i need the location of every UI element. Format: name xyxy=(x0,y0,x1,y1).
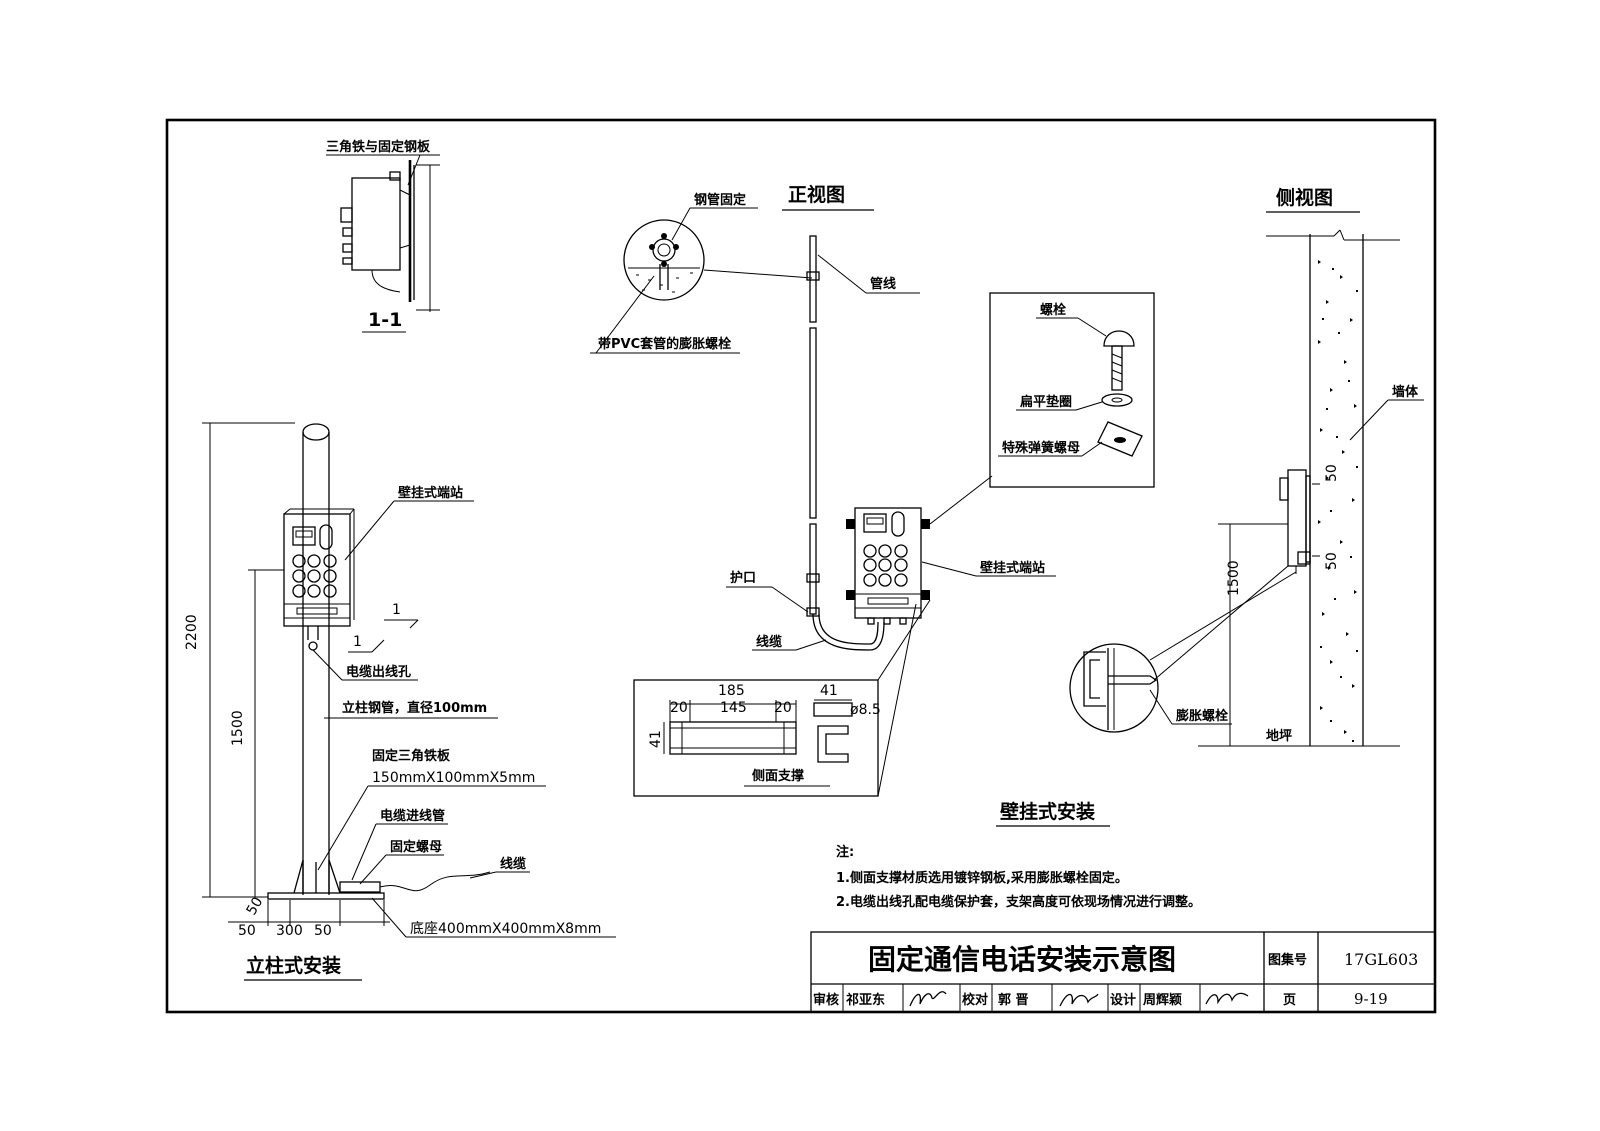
side-dim-50-a: 50 xyxy=(1324,464,1340,482)
dim-1500: 1500 xyxy=(230,710,246,746)
pole-install-title: 立柱式安装 xyxy=(246,954,341,977)
support-caption: 侧面支撑 xyxy=(752,768,804,784)
side-dim-1500: 1500 xyxy=(1226,560,1242,596)
title-block-title: 固定通信电话安装示意图 xyxy=(868,943,1176,976)
pole-label-base: 底座400mmX400mmX8mm xyxy=(410,921,601,937)
label-spring-nut: 特殊弹簧螺母 xyxy=(1002,440,1080,456)
checker-signature xyxy=(1059,993,1099,1007)
label-side-anchor: 膨胀螺栓 xyxy=(1175,708,1228,724)
section-mark-bottom: 1 xyxy=(353,634,362,650)
dim-50-b: 50 xyxy=(238,923,256,939)
reviewer-name: 祁亚东 xyxy=(846,992,885,1008)
support-dim-20-a: 20 xyxy=(670,700,688,716)
note-2: 2.电缆出线孔配电缆保护套，支架高度可依现场情况进行调整。 xyxy=(836,894,1201,910)
support-dim-41-b: 41 xyxy=(820,683,838,699)
section-name: 1-1 xyxy=(368,309,402,331)
pole-label-cable-hole: 电缆出线孔 xyxy=(346,664,411,680)
pole-label-pole: 立柱钢管，直径100mm xyxy=(342,700,487,716)
review-label: 审核 xyxy=(813,992,839,1008)
reviewer-signature xyxy=(909,991,947,1007)
support-dim-185: 185 xyxy=(718,683,745,699)
design-label: 设计 xyxy=(1110,992,1136,1008)
side-view-title: 侧视图 xyxy=(1276,186,1333,209)
wall-hatch xyxy=(1318,260,1358,742)
title-block: 固定通信电话安装示意图 图集号 17GL603 页 9-19 审核 祁亚东 校对… xyxy=(810,931,1436,1013)
dim-50-a: 50 xyxy=(244,895,267,918)
section-label: 三角铁与固定钢板 xyxy=(326,139,431,155)
label-steel-pipe-fix: 钢管固定 xyxy=(694,192,746,208)
dim-300: 300 xyxy=(276,923,303,939)
dim-2200: 2200 xyxy=(184,614,200,650)
checker-name: 郭 晋 xyxy=(998,992,1029,1008)
support-dim-hole: ø8.5 xyxy=(850,702,881,718)
label-wall-station: 壁挂式端站 xyxy=(980,560,1045,576)
notes-heading: 注: xyxy=(836,844,854,860)
pole-label-cable-conduit: 电缆进线管 xyxy=(380,808,445,824)
label-floor: 地坪 xyxy=(1266,728,1292,744)
page-label: 页 xyxy=(1283,993,1296,1008)
label-conduit: 管线 xyxy=(870,276,896,292)
side-dim-50-b: 50 xyxy=(1324,552,1340,570)
check-label: 校对 xyxy=(962,992,988,1008)
label-cable: 线缆 xyxy=(756,634,782,650)
designer-signature xyxy=(1205,992,1249,1005)
pole-label-cable: 线缆 xyxy=(500,856,526,872)
side-view: 侧视图 1500 50 50 xyxy=(1069,186,1424,747)
front-view: 正视图 钢管固定 带PVC套管的膨胀螺栓 管线 xyxy=(590,183,1155,797)
pole-label-plate-size: 150mmX100mmX5mm xyxy=(372,770,535,786)
label-wall: 墙体 xyxy=(1392,384,1419,400)
side-support-detail: 185 20 145 20 41 41 ø8.5 侧面支撑 xyxy=(633,599,931,797)
front-station xyxy=(846,507,930,625)
note-1: 1.侧面支撑材质选用镀锌钢板,采用膨胀螺栓固定。 xyxy=(836,870,1128,886)
notes: 注: 1.侧面支撑材质选用镀锌钢板,采用膨胀螺栓固定。 2.电缆出线孔配电缆保护… xyxy=(836,844,1201,910)
designer-name: 周辉颖 xyxy=(1143,992,1182,1008)
support-dim-41-a: 41 xyxy=(648,730,664,748)
drawing-frame xyxy=(165,118,1437,1014)
atlas-label: 图集号 xyxy=(1268,952,1307,968)
section-mark-top: 1 xyxy=(392,602,401,618)
atlas-number: 17GL603 xyxy=(1344,950,1418,969)
dim-50-c: 50 xyxy=(314,923,332,939)
bolt-detail: 螺栓 扁平垫圈 特殊弹簧螺母 xyxy=(929,292,1155,525)
support-dim-20-b: 20 xyxy=(774,700,792,716)
pole-label-nut: 固定螺母 xyxy=(390,839,442,855)
pole-label-plate: 固定三角铁板 xyxy=(372,748,451,764)
pole-label-wall-station: 壁挂式端站 xyxy=(398,485,463,501)
wall-install-title: 壁挂式安装 xyxy=(1000,800,1095,823)
label-guard: 护口 xyxy=(730,570,756,586)
pole-station xyxy=(283,508,355,651)
section-1-1: 三角铁与固定钢板 1-1 xyxy=(326,139,440,333)
front-view-title: 正视图 xyxy=(788,183,845,206)
page-number: 9-19 xyxy=(1354,990,1388,1008)
label-flat-washer: 扁平垫圈 xyxy=(1020,394,1072,410)
label-pvc-anchor: 带PVC套管的膨胀螺栓 xyxy=(598,336,731,352)
label-bolt: 螺栓 xyxy=(1040,302,1066,318)
pole-installation: 2200 1500 50 50 300 50 1 1 壁挂式端站 电缆出线孔 立… xyxy=(184,422,616,981)
support-dim-145: 145 xyxy=(720,700,747,716)
